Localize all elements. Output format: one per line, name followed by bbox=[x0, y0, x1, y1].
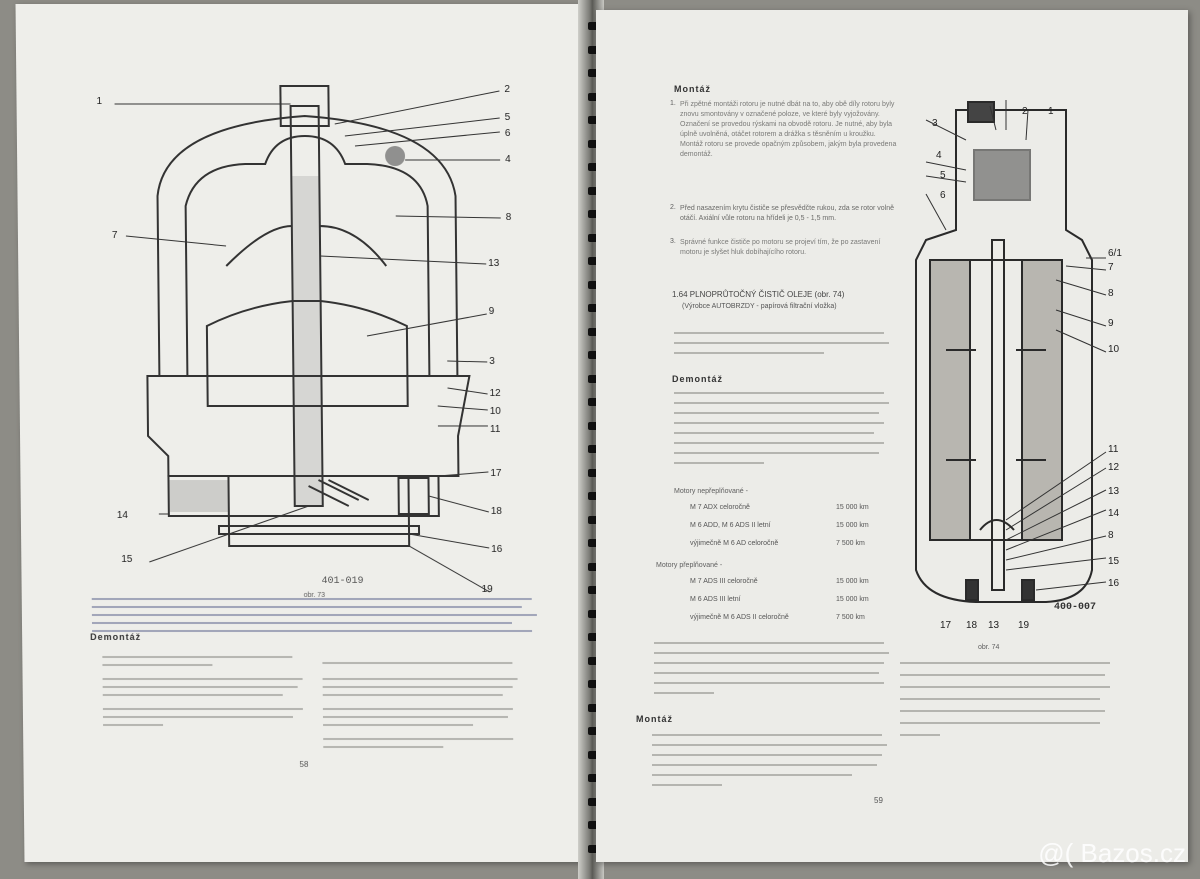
callout-r-5: 5 bbox=[940, 170, 946, 181]
callout-9: 9 bbox=[488, 306, 495, 317]
callout-13: 13 bbox=[488, 258, 500, 269]
callout-r-8: 8 bbox=[1108, 288, 1114, 299]
motor-name: M 7 ADX celoročně bbox=[690, 504, 750, 511]
page-number-right: 59 bbox=[874, 796, 883, 805]
callout-4: 4 bbox=[505, 154, 511, 165]
motor-row: M 6 ADS III letní 15 000 km bbox=[676, 596, 886, 610]
motor-row: výjimečně M 6 AD celoročně 7 500 km bbox=[676, 540, 886, 554]
motor-name: výjimečně M 6 AD celoročně bbox=[690, 540, 779, 547]
figure-code: 401-019 bbox=[321, 576, 364, 587]
callout-r-11: 11 bbox=[1108, 444, 1119, 455]
callout-r-19: 19 bbox=[1018, 620, 1030, 631]
oil-filter-cross-section-drawing bbox=[114, 85, 501, 593]
callout-r-3: 3 bbox=[932, 118, 938, 129]
callout-r-6-1: 6/1 bbox=[1108, 248, 1122, 259]
left-page: 1 2 5 6 4 8 7 13 9 3 12 10 11 17 14 18 1… bbox=[15, 4, 591, 862]
motor-interval: 15 000 km bbox=[836, 522, 869, 529]
motor-interval: 15 000 km bbox=[836, 504, 869, 511]
callout-r-2: 2 bbox=[1022, 106, 1028, 117]
figure-code-right: 400-007 bbox=[1054, 602, 1097, 613]
callout-6: 6 bbox=[504, 128, 511, 139]
motor-interval: 15 000 km bbox=[836, 578, 869, 585]
callout-r-4: 4 bbox=[936, 150, 942, 161]
callout-r-9: 9 bbox=[1108, 318, 1114, 329]
callout-11: 11 bbox=[489, 424, 501, 435]
callout-16: 16 bbox=[491, 544, 503, 555]
full-flow-filter-cross-section-drawing bbox=[915, 100, 1107, 603]
motor-row: M 7 ADX celoročně 15 000 km bbox=[676, 504, 886, 518]
motor-name: M 6 ADD, M 6 ADS II letní bbox=[690, 522, 771, 529]
callout-10: 10 bbox=[489, 406, 501, 417]
watermark: @( Bazos.cz bbox=[1038, 838, 1186, 868]
motor-name: výjimečně M 6 ADS II celoročně bbox=[690, 614, 789, 621]
demontaz-paragraph bbox=[674, 390, 894, 480]
section-title: 1.64 PLNOPRŮTOČNÝ ČISTIČ OLEJE (obr. 74) bbox=[672, 290, 845, 299]
heading-demontaz: Demontáž bbox=[672, 374, 724, 384]
intro-paragraph bbox=[674, 330, 894, 370]
callout-r-6: 6 bbox=[940, 190, 946, 201]
callout-3: 3 bbox=[489, 356, 495, 367]
callout-r-16: 16 bbox=[1108, 578, 1120, 589]
callout-r-13: 13 bbox=[1108, 486, 1120, 497]
callout-18: 18 bbox=[490, 506, 503, 517]
section-heading-demontaz: Demontáž bbox=[90, 632, 142, 642]
callout-r-8b: 8 bbox=[1108, 530, 1114, 541]
motor-interval: 7 500 km bbox=[836, 540, 865, 547]
heading-montaz-2: Montáž bbox=[636, 714, 673, 724]
callout-r-7: 7 bbox=[1108, 262, 1114, 273]
callout-15: 15 bbox=[121, 554, 133, 565]
callout-2: 2 bbox=[504, 84, 511, 95]
motor-interval: 7 500 km bbox=[836, 614, 865, 621]
callout-r-15: 15 bbox=[1108, 556, 1120, 567]
callout-8: 8 bbox=[505, 212, 512, 223]
callout-19: 19 bbox=[481, 584, 493, 595]
figure-caption-right: obr. 74 bbox=[978, 644, 1000, 651]
callout-7: 7 bbox=[111, 230, 118, 241]
motor-row: M 7 ADS III celoročně 15 000 km bbox=[676, 578, 886, 592]
callout-r-10: 10 bbox=[1108, 344, 1120, 355]
right-page: Montáž 1. Při zpětné montáži rotoru je n… bbox=[596, 10, 1188, 862]
demontaz-column-left bbox=[102, 652, 313, 742]
motors-not-overcharged-label: Motory nepřeplňované - bbox=[674, 488, 748, 495]
callout-r-18: 18 bbox=[966, 620, 978, 631]
callout-1: 1 bbox=[96, 96, 103, 107]
motor-row: M 6 ADD, M 6 ADS II letní 15 000 km bbox=[676, 522, 886, 536]
motor-name: M 6 ADS III letní bbox=[690, 596, 741, 603]
motor-name: M 7 ADS III celoročně bbox=[690, 578, 758, 585]
callout-12: 12 bbox=[489, 388, 501, 399]
parts-paragraph bbox=[654, 640, 894, 710]
callout-r-1: 1 bbox=[1048, 106, 1054, 117]
callout-r-13b: 13 bbox=[988, 620, 1000, 631]
callout-r-14: 14 bbox=[1108, 508, 1120, 519]
montaz-paragraph-2 bbox=[652, 732, 892, 792]
callout-17: 17 bbox=[490, 468, 502, 479]
callout-r-12: 12 bbox=[1108, 462, 1120, 473]
page-number-left: 58 bbox=[299, 760, 309, 769]
section-subtitle: (Výrobce AUTOBRZDY - papírová filtrační … bbox=[682, 303, 837, 310]
demontaz-column-right bbox=[322, 658, 533, 758]
callout-5: 5 bbox=[504, 112, 511, 123]
heading-montaz: Montáž bbox=[674, 84, 711, 94]
motor-row: výjimečně M 6 ADS II celoročně 7 500 km bbox=[676, 614, 886, 628]
motors-overcharged-label: Motory přeplňované - bbox=[656, 562, 723, 569]
figure-legend-right bbox=[900, 660, 1120, 744]
callout-14: 14 bbox=[116, 510, 129, 521]
callout-r-17: 17 bbox=[940, 620, 952, 631]
motor-interval: 15 000 km bbox=[836, 596, 869, 603]
